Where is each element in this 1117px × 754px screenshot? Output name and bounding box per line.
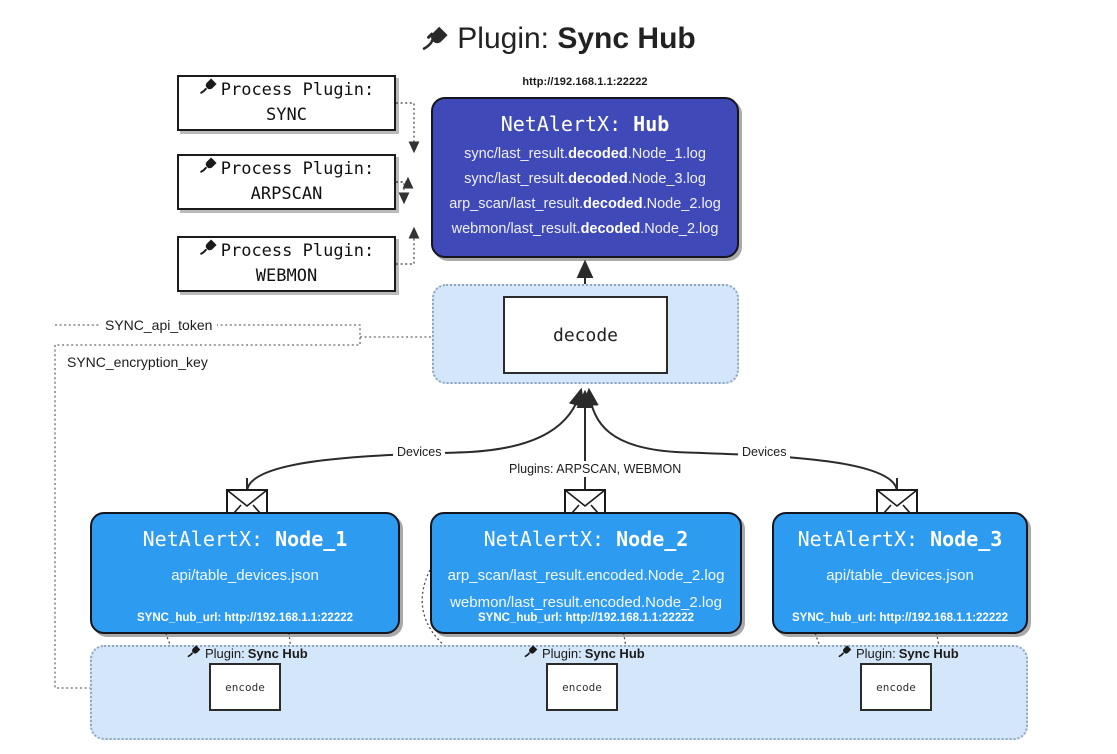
plug-icon (199, 78, 219, 102)
encode-plugin-label: Plugin: Sync Hub (524, 645, 645, 662)
decode-box[interactable]: decode (503, 296, 668, 374)
encode-plugin-label: Plugin: Sync Hub (838, 645, 959, 662)
node-line: arp_scan/last_result.encoded.Node_2.log (447, 567, 725, 584)
node-line: api/table_devices.json (171, 567, 319, 584)
node-hub-url: SYNC_hub_url: http://192.168.1.1:22222 (477, 612, 695, 624)
hub-log-line: sync/last_result.decoded.Node_3.log (464, 171, 706, 187)
process-plugin-name: ARPSCAN (250, 184, 323, 204)
node-line: webmon/last_result.encoded.Node_2.log (450, 594, 722, 611)
node-title: NetAlertX: Node_3 (797, 527, 1003, 551)
plug-icon (421, 21, 451, 65)
process-plugin-label: Process Plugin: (220, 159, 375, 179)
encode-plugin-name: Sync Hub (584, 645, 645, 661)
plug-icon (838, 645, 853, 662)
hub-node[interactable]: NetAlertX: Hub sync/last_result.decoded.… (431, 97, 739, 258)
page-title-name: Sync Hub (557, 22, 696, 55)
hub-log-line: webmon/last_result.decoded.Node_2.log (451, 221, 719, 237)
plug-icon (187, 645, 202, 662)
encode-plugin-prefix: Plugin: (856, 645, 896, 661)
encode-box[interactable]: encode (546, 663, 618, 711)
hub-url-label: http://192.168.1.1:22222 (522, 76, 648, 88)
hub-log-line: arp_scan/last_result.decoded.Node_2.log (449, 196, 721, 212)
node-line-list: arp_scan/last_result.encoded.Node_2.log … (432, 562, 740, 616)
node-title: NetAlertX: Node_1 (142, 527, 348, 551)
hub-title-name: Hub (633, 112, 670, 136)
node-title: NetAlertX: Node_2 (483, 527, 689, 551)
encode-plugin-name: Sync Hub (247, 645, 308, 661)
encode-plugin-name: Sync Hub (898, 645, 959, 661)
encode-plugin-label: Plugin: Sync Hub (187, 645, 308, 662)
hub-title-prefix: NetAlertX: (500, 112, 634, 136)
edge-webmon-to-hub (396, 226, 420, 265)
hub-log-line: sync/last_result.decoded.Node_1.log (464, 146, 706, 162)
encode-box[interactable]: encode (860, 663, 932, 711)
edge-sync3-to-hub (396, 176, 414, 189)
edge-sync-to-hub (396, 102, 420, 154)
plug-icon (199, 157, 219, 181)
edge-arpscan-to-hub (396, 181, 410, 205)
edge-label-plugins-middle: Plugins: ARPSCAN, WEBMON (505, 461, 686, 477)
encode-plugin-prefix: Plugin: (205, 645, 245, 661)
process-plugin-name: SYNC (266, 105, 307, 125)
node-line-list: api/table_devices.json (774, 562, 1026, 589)
hub-title: NetAlertX: Hub (433, 108, 737, 140)
page-title: Plugin: Sync Hub (0, 17, 1117, 65)
encode-plugin-prefix: Plugin: (542, 645, 582, 661)
config-api-token-label: SYNC_api_token (100, 316, 218, 334)
process-plugin-arpscan[interactable]: Process Plugin: ARPSCAN (177, 154, 396, 210)
node-hub-url: SYNC_hub_url: http://192.168.1.1:22222 (136, 612, 354, 624)
config-encryption-key-label: SYNC_encryption_key (62, 353, 213, 371)
plug-icon (199, 239, 219, 263)
process-plugin-label: Process Plugin: (220, 241, 375, 261)
edge-label-devices-left: Devices (393, 444, 446, 460)
node-line: api/table_devices.json (826, 567, 974, 584)
node-card-node-3[interactable]: NetAlertX: Node_3 api/table_devices.json… (772, 512, 1028, 634)
process-plugin-name: WEBMON (255, 266, 318, 286)
process-plugin-sync[interactable]: Process Plugin: SYNC (177, 75, 396, 131)
node-card-node-1[interactable]: NetAlertX: Node_1 api/table_devices.json… (90, 512, 400, 634)
node-card-node-2[interactable]: NetAlertX: Node_2 arp_scan/last_result.e… (430, 512, 742, 634)
page-title-prefix: Plugin: (457, 22, 558, 55)
process-plugin-label: Process Plugin: (220, 80, 375, 100)
hub-log-list: sync/last_result.decoded.Node_1.log sync… (433, 142, 737, 242)
plug-icon (524, 645, 539, 662)
encode-box[interactable]: encode (209, 663, 281, 711)
node-line-list: api/table_devices.json (92, 562, 398, 589)
process-plugin-webmon[interactable]: Process Plugin: WEBMON (177, 236, 396, 292)
node-hub-url: SYNC_hub_url: http://192.168.1.1:22222 (791, 612, 1009, 624)
edge-label-devices-right: Devices (738, 444, 791, 460)
